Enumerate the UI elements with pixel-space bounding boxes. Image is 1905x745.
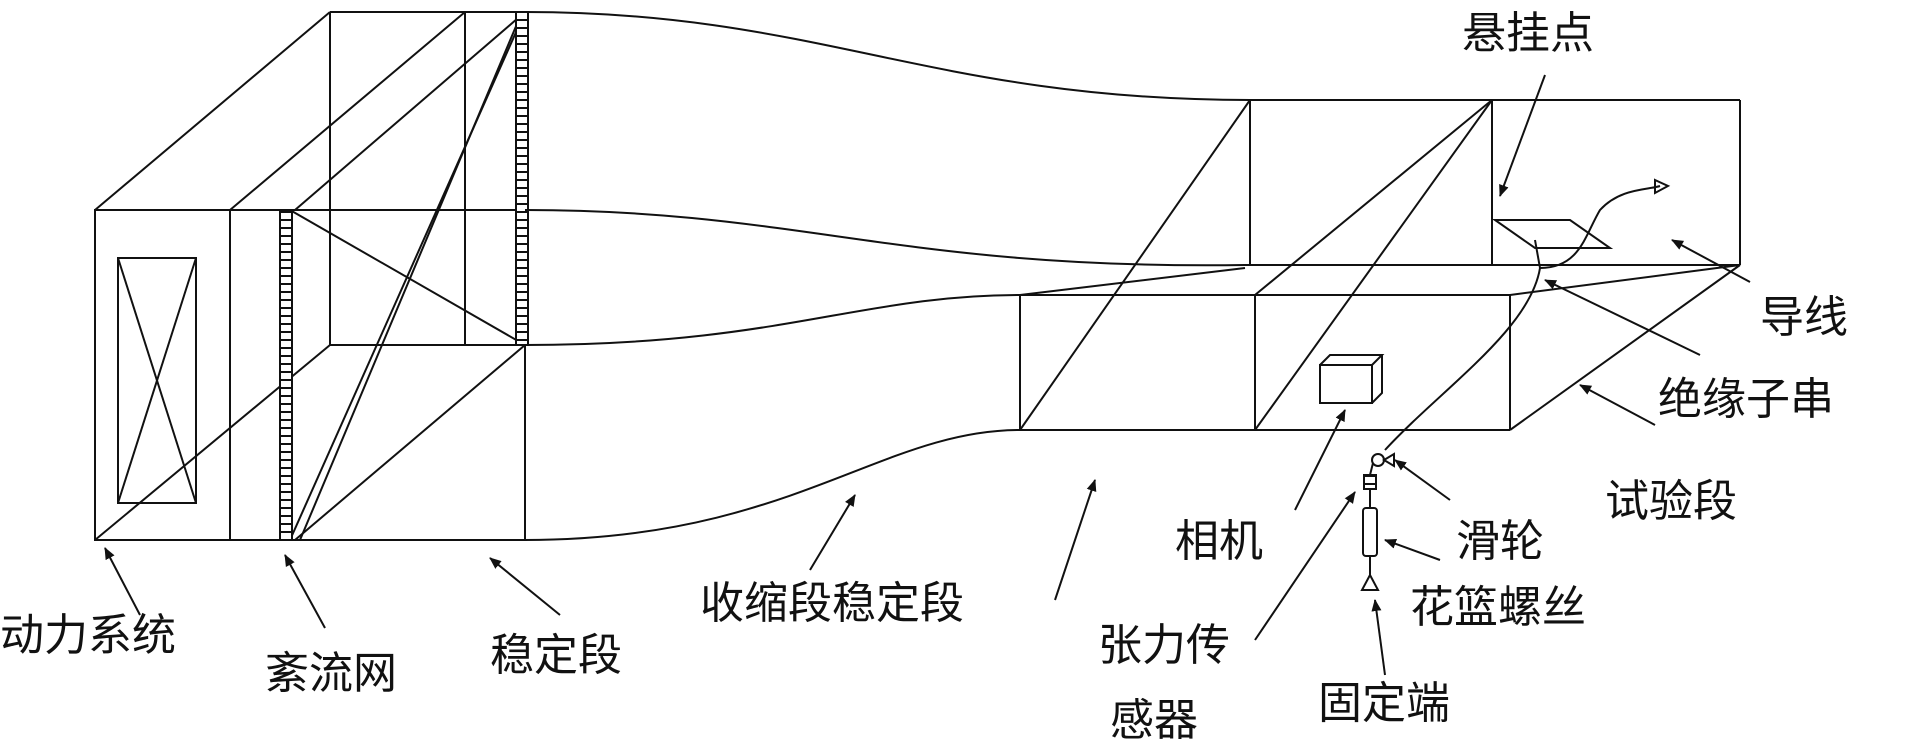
conductor-end <box>1654 178 1671 195</box>
conductor-line <box>1539 185 1661 269</box>
arrow-fixed-end <box>1371 599 1386 676</box>
label-test-section: 试验段 <box>1605 476 1737 527</box>
arrow-stable-section <box>489 557 561 616</box>
label-damping-screen: 紊流网 <box>265 648 397 699</box>
arrow-pulley <box>1394 459 1451 501</box>
arrow-damping-screen <box>284 554 326 629</box>
hanger-rod <box>1534 239 1541 269</box>
arrow-test-section <box>1579 384 1656 426</box>
arrow-camera <box>1294 409 1346 511</box>
damping-screen-2 <box>515 11 529 346</box>
camera-icon <box>1319 354 1385 404</box>
label-contraction-stable: 收缩段稳定段 <box>700 578 964 629</box>
turnbuckle-icon <box>1362 507 1378 557</box>
damping-screen-1 <box>279 209 293 541</box>
pulley-bracket <box>1382 452 1395 468</box>
arrow-turnbuckle <box>1384 539 1441 561</box>
label-arrows <box>104 74 1751 676</box>
suspension-plate <box>1491 219 1614 249</box>
label-suspension-point: 悬挂点 <box>1462 8 1594 59</box>
label-turnbuckle: 花篮螺丝 <box>1410 582 1586 633</box>
label-fixed-end: 固定端 <box>1318 678 1450 729</box>
label-camera: 相机 <box>1175 516 1263 567</box>
label-power-system: 动力系统 <box>0 610 176 661</box>
label-insulator-string: 绝缘子串 <box>1658 374 1834 425</box>
arrow-tension-sensor <box>1254 491 1356 641</box>
arrow-stable-section-2 <box>1054 479 1097 601</box>
settling-chamber <box>95 11 526 541</box>
label-conductor: 导线 <box>1760 292 1848 343</box>
insulator-string <box>1384 267 1541 451</box>
arrow-conductor <box>1671 239 1751 283</box>
label-pulley: 滑轮 <box>1456 516 1544 567</box>
fixed-end-icon <box>1360 572 1380 591</box>
tension-sensor-icon <box>1363 474 1377 490</box>
arrow-insulator <box>1544 279 1701 356</box>
arrow-suspension <box>1499 74 1546 197</box>
labels: 悬挂点 导线 绝缘子串 试验段 滑轮 花篮螺丝 固定端 张力传 感器 相机 收缩… <box>0 8 1848 745</box>
label-tension-sensor-2: 感器 <box>1110 695 1198 745</box>
test-section-box <box>1019 99 1741 431</box>
label-tension-sensor-1: 张力传 <box>1098 620 1230 671</box>
label-stable-section: 稳定段 <box>490 630 622 681</box>
arrow-power-system <box>104 547 141 616</box>
sensor-wire <box>1369 462 1374 476</box>
contraction-section <box>524 11 1251 541</box>
arrow-contraction <box>809 494 856 571</box>
